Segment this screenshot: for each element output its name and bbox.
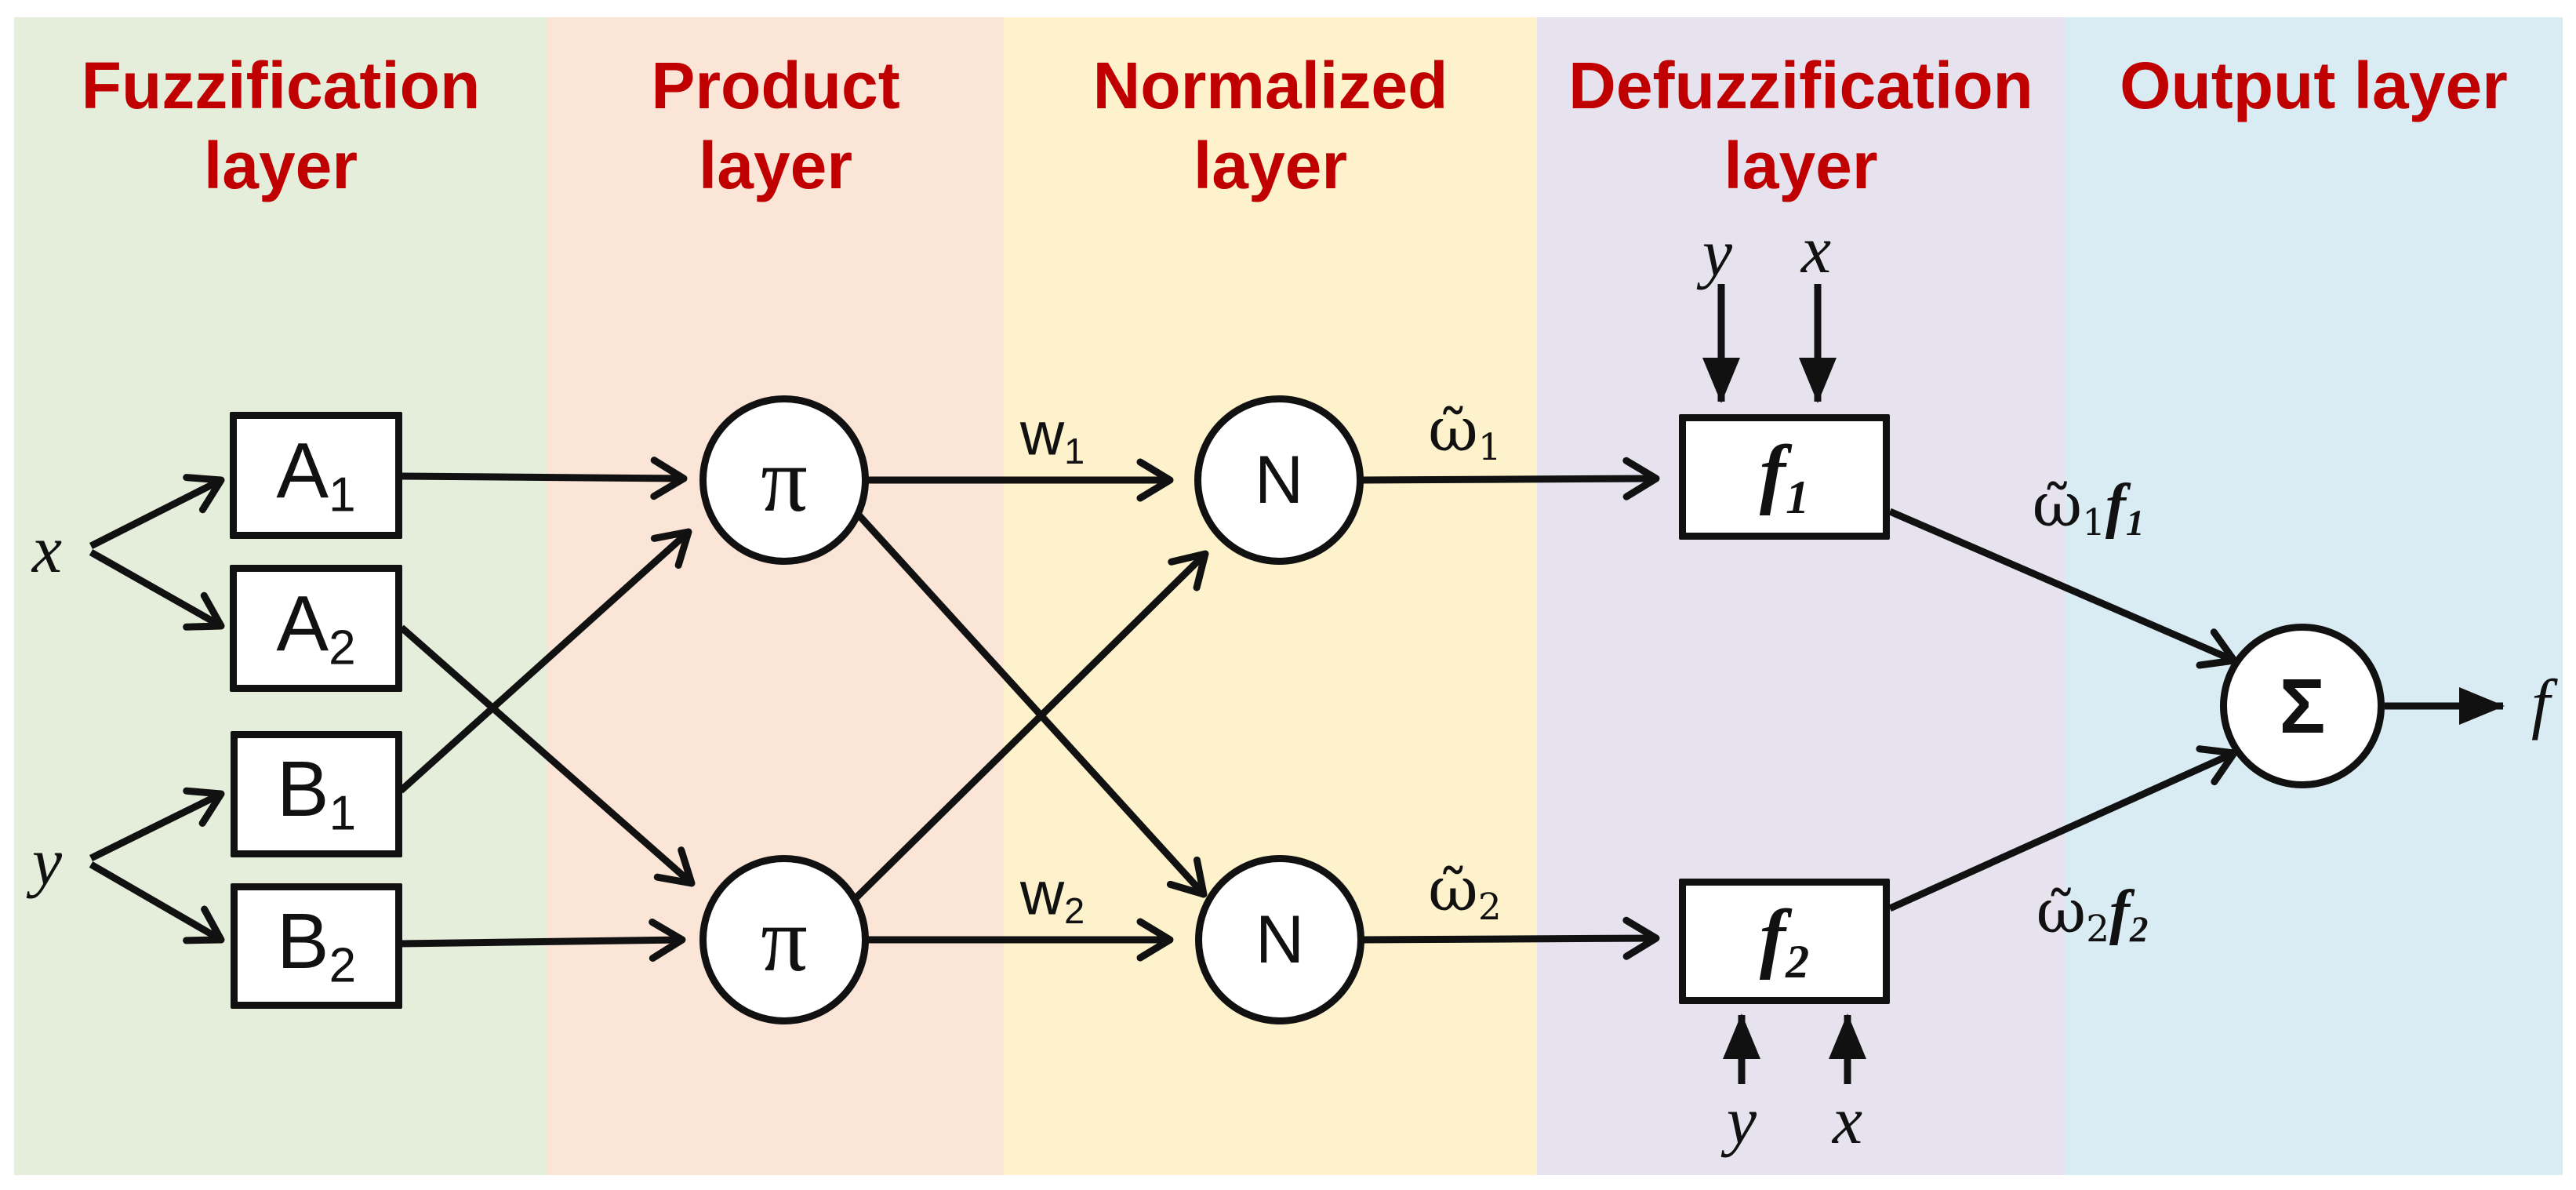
node-f2-label: f2 bbox=[1759, 893, 1810, 988]
header-product-layer: Product layer bbox=[651, 49, 900, 202]
node-pi1-label: π bbox=[761, 428, 808, 531]
input-x-label: x bbox=[31, 511, 63, 587]
edge-x-to-a2 bbox=[89, 549, 225, 631]
node-pi2-label: π bbox=[761, 888, 808, 991]
f1-input-x-label: x bbox=[1800, 212, 1832, 287]
node-n1-circle: N bbox=[1194, 395, 1364, 565]
omega-tilde-1-label: ῶ1 bbox=[1428, 395, 1502, 469]
omega2-f2-product-label: ῶ2f2 bbox=[2036, 876, 2149, 951]
node-n2-label: N bbox=[1255, 902, 1305, 977]
omega1-f1-product-label: ῶ1f1 bbox=[2032, 470, 2145, 544]
edge-y-to-b2 bbox=[89, 861, 225, 944]
node-n1-label: N bbox=[1254, 442, 1304, 518]
node-n2-circle: N bbox=[1195, 855, 1364, 1024]
node-b1-label: B1 bbox=[276, 745, 357, 841]
node-b2-label: B2 bbox=[276, 897, 357, 993]
node-a2-label: A2 bbox=[276, 579, 356, 675]
node-pi2-circle: π bbox=[699, 855, 869, 1024]
edge-pi1-to-n2 bbox=[844, 499, 1208, 898]
omega-tilde-2-label: ῶ2 bbox=[1428, 854, 1502, 929]
edge-n2-to-f2 bbox=[1363, 916, 1660, 960]
edge-a2-to-pi2 bbox=[399, 624, 696, 887]
node-b2-box: B2 bbox=[231, 883, 402, 1009]
w1-label: w1 bbox=[1019, 398, 1085, 471]
w2-label: w2 bbox=[1019, 858, 1085, 931]
edge-y-to-b1 bbox=[89, 787, 225, 862]
output-f-label: f bbox=[2531, 665, 2550, 741]
f1-input-y-label: y bbox=[1702, 215, 1733, 290]
node-a1-box: A1 bbox=[230, 412, 402, 539]
f2-input-x-label: x bbox=[1832, 1083, 1863, 1158]
node-sigma-label: Σ bbox=[2279, 663, 2326, 749]
edge-f2-to-sigma bbox=[1888, 745, 2238, 912]
node-f1-label: f1 bbox=[1759, 428, 1810, 523]
header-fuzzification-layer: Fuzzification layer bbox=[81, 49, 481, 202]
edge-f1-to-sigma bbox=[1888, 508, 2238, 669]
header-defuzzification-layer: Defuzzification layer bbox=[1568, 49, 2033, 202]
edge-b1-to-pi1 bbox=[398, 528, 692, 794]
input-y-label: y bbox=[31, 824, 63, 899]
f2-input-y-label: y bbox=[1726, 1083, 1757, 1158]
band-output-layer: Output layer bbox=[2065, 17, 2563, 1175]
node-a2-box: A2 bbox=[230, 565, 402, 692]
node-f1-box: f1 bbox=[1679, 414, 1890, 540]
edge-pi2-to-n1 bbox=[844, 550, 1209, 910]
edge-n1-to-f1 bbox=[1362, 457, 1660, 500]
node-pi1-circle: π bbox=[699, 395, 869, 565]
edge-x-to-a1 bbox=[89, 474, 225, 550]
edge-a1-to-pi1 bbox=[401, 457, 688, 500]
node-b1-box: B1 bbox=[231, 731, 402, 857]
band-normalized-layer: Normalized layer bbox=[1004, 17, 1537, 1175]
node-sigma-circle: Σ bbox=[2220, 624, 2385, 788]
edge-b2-to-pi2 bbox=[400, 919, 686, 963]
node-f2-box: f2 bbox=[1679, 879, 1890, 1004]
node-a1-label: A1 bbox=[276, 426, 356, 522]
header-normalized-layer: Normalized layer bbox=[1092, 49, 1448, 202]
header-output-layer: Output layer bbox=[2120, 49, 2508, 122]
